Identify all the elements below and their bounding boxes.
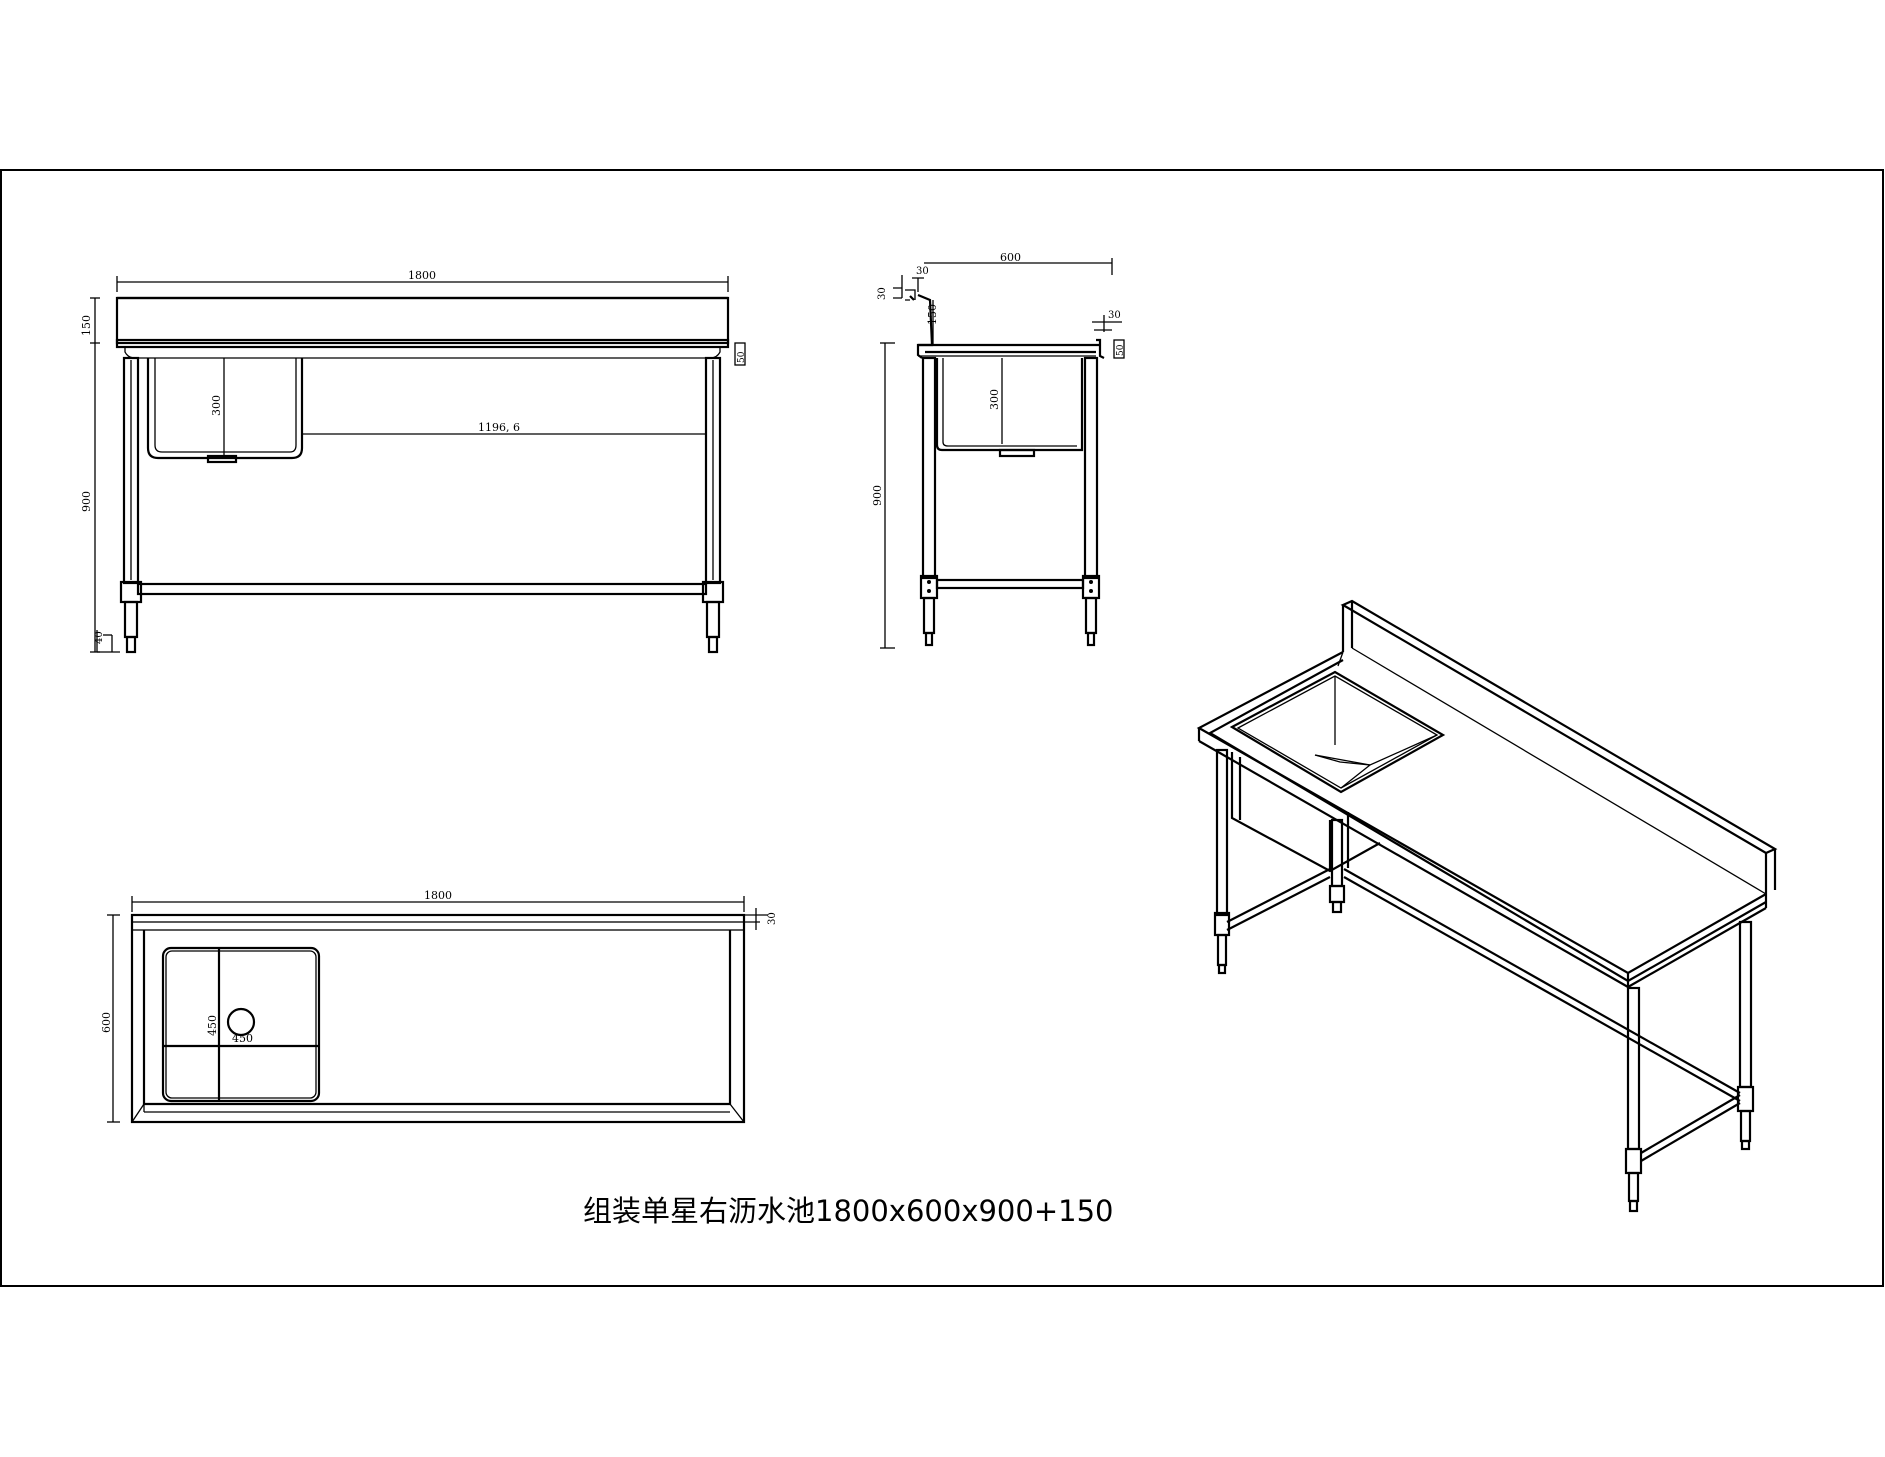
front-dim-foot: 40 <box>94 631 105 644</box>
side-dim-height: 900 <box>871 485 884 506</box>
front-dim-length: 1800 <box>408 269 436 282</box>
drawing-title: 组装单星右沥水池1800x600x900+150 <box>583 1194 1113 1228</box>
side-dim-front-lip: 30 <box>1108 310 1121 321</box>
isometric-view <box>1196 599 1778 1213</box>
front-dim-sink-depth: 300 <box>210 395 223 416</box>
plan-dim-length: 1800 <box>424 889 452 902</box>
plan-dim-bowl-length: 450 <box>232 1032 253 1045</box>
plan-dim-width: 600 <box>100 1012 113 1033</box>
plan-dim-lip: 30 <box>767 912 778 925</box>
side-dim-sink-depth: 300 <box>988 389 1001 410</box>
side-dim-back-lip: 30 <box>877 287 888 300</box>
front-dim-drainboard: 1196, 6 <box>478 421 520 434</box>
front-dim-backsplash: 150 <box>80 315 93 336</box>
sheet-border <box>0 169 1884 1287</box>
plan-view: 1800 30 600 450 450 <box>100 889 778 1124</box>
front-dim-edge: 50 <box>737 351 747 363</box>
front-view: 1800 150 900 50 <box>80 269 747 654</box>
side-dim-edge: 50 <box>1116 344 1126 356</box>
side-dim-width: 600 <box>1000 251 1021 264</box>
side-view: 600 30 30 150 30 50 900 <box>871 251 1126 649</box>
side-dim-backsplash: 150 <box>926 304 939 325</box>
side-dim-top-lip: 30 <box>916 266 929 277</box>
plan-dim-bowl-width: 450 <box>206 1015 219 1036</box>
front-dim-height: 900 <box>80 491 93 512</box>
